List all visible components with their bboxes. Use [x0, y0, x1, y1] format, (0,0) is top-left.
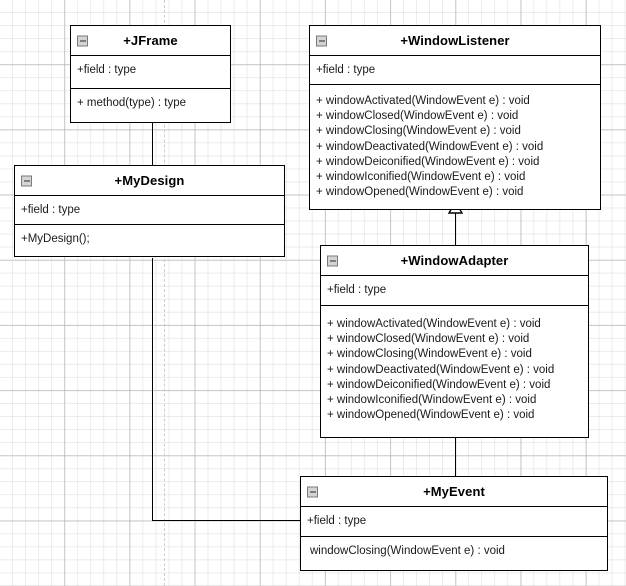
class-method: + windowIconified(WindowEvent e) : void	[327, 394, 537, 407]
class-method: + windowClosing(WindowEvent e) : void	[316, 125, 521, 138]
connector-segment-vertical	[152, 118, 153, 168]
class-method: + method(type) : type	[77, 97, 186, 109]
class-methods-compartment: +MyDesign();	[15, 225, 284, 256]
class-method: + windowClosing(WindowEvent e) : void	[327, 348, 532, 361]
class-method: + windowDeiconified(WindowEvent e) : voi…	[327, 378, 551, 391]
class-field: +field : type	[307, 515, 367, 527]
class-method: +MyDesign();	[21, 233, 90, 245]
class-method: + windowDeiconified(WindowEvent e) : voi…	[316, 155, 540, 168]
alignment-guide-vertical	[164, 0, 165, 586]
class-title: +JFrame	[123, 33, 178, 48]
class-title-bar[interactable]: +MyDesign	[15, 166, 284, 196]
class-field: +field : type	[21, 204, 81, 216]
class-title: +WindowListener	[400, 33, 510, 48]
class-box-windowlistener[interactable]: +WindowListener +field : type + windowAc…	[309, 25, 601, 210]
class-title-bar[interactable]: +MyEvent	[301, 477, 607, 507]
class-title: +WindowAdapter	[400, 253, 509, 268]
class-method: + windowIconified(WindowEvent e) : void	[316, 171, 526, 184]
class-title-bar[interactable]: +WindowListener	[310, 26, 600, 56]
collapse-minus-icon[interactable]	[316, 35, 327, 46]
class-fields-compartment: +field : type	[15, 196, 284, 225]
class-box-myevent[interactable]: +MyEvent +field : type windowClosing(Win…	[300, 476, 608, 571]
connector-segment-vertical-dashed	[455, 212, 456, 245]
class-field: +field : type	[77, 64, 137, 76]
class-fields-compartment: +field : type	[310, 56, 600, 85]
class-method: + windowDeactivated(WindowEvent e) : voi…	[327, 363, 555, 376]
class-methods-compartment: + windowActivated(WindowEvent e) : void …	[321, 306, 588, 437]
class-title: +MyEvent	[423, 484, 485, 499]
class-methods-compartment: + windowActivated(WindowEvent e) : void …	[310, 85, 600, 209]
class-field: +field : type	[316, 64, 376, 76]
class-title-bar[interactable]: +WindowAdapter	[321, 246, 588, 276]
collapse-minus-icon[interactable]	[307, 486, 318, 497]
class-fields-compartment: +field : type	[71, 56, 230, 89]
class-field: +field : type	[327, 284, 387, 296]
class-box-windowadapter[interactable]: +WindowAdapter +field : type + windowAct…	[320, 245, 589, 438]
collapse-minus-icon[interactable]	[21, 175, 32, 186]
collapse-minus-icon[interactable]	[327, 255, 338, 266]
class-method: + windowActivated(WindowEvent e) : void	[327, 318, 541, 330]
class-method: + windowOpened(WindowEvent e) : void	[316, 186, 524, 199]
connector-segment-vertical	[455, 438, 456, 476]
class-fields-compartment: +field : type	[301, 507, 607, 537]
class-methods-compartment: windowClosing(WindowEvent e) : void	[301, 537, 607, 570]
class-methods-compartment: + method(type) : type	[71, 89, 230, 122]
class-title: +MyDesign	[114, 173, 185, 188]
class-method: + windowClosed(WindowEvent e) : void	[316, 110, 519, 123]
connector-segment-horizontal	[152, 520, 301, 521]
collapse-minus-icon[interactable]	[77, 35, 88, 46]
connector-segment-vertical	[152, 258, 153, 521]
class-fields-compartment: +field : type	[321, 276, 588, 306]
class-box-jframe[interactable]: +JFrame +field : type + method(type) : t…	[70, 25, 231, 123]
class-method: windowClosing(WindowEvent e) : void	[310, 545, 505, 557]
class-method: + windowActivated(WindowEvent e) : void	[316, 95, 530, 107]
class-method: + windowClosed(WindowEvent e) : void	[327, 333, 530, 346]
class-method: + windowOpened(WindowEvent e) : void	[327, 409, 535, 422]
class-method: + windowDeactivated(WindowEvent e) : voi…	[316, 140, 544, 153]
class-title-bar[interactable]: +JFrame	[71, 26, 230, 56]
class-box-mydesign[interactable]: +MyDesign +field : type +MyDesign();	[14, 165, 285, 257]
